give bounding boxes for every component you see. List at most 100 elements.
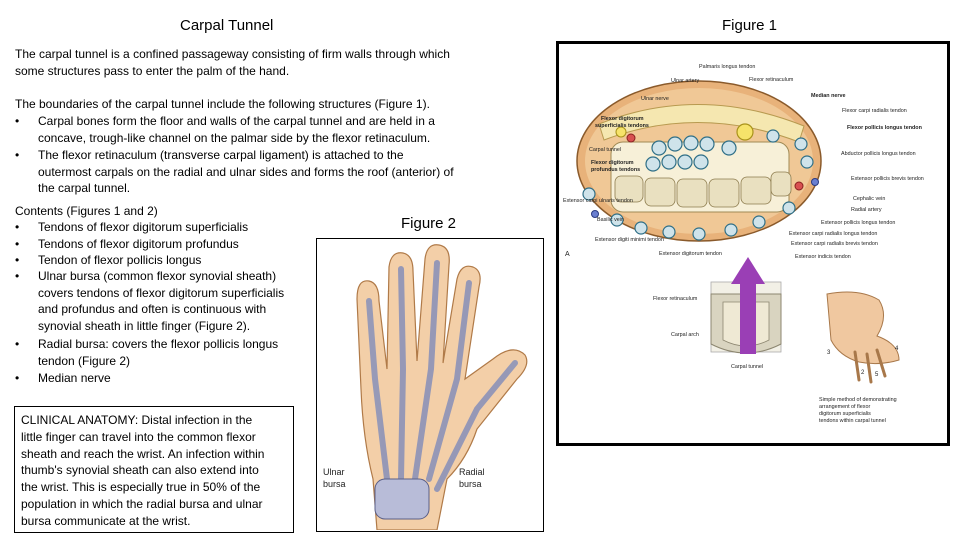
label-method-4: tendons within carpal tunnel (819, 418, 886, 424)
wrist-cross-section (576, 80, 822, 242)
bullet-line: Tendon of flexor pollicis longus (38, 253, 202, 267)
label-fpl: Flexor pollicis longus tendon (847, 125, 922, 131)
bullet-marker: • (15, 114, 20, 128)
contents-bullet: • Tendons of flexor digitorum superficia… (15, 219, 315, 236)
label-ulnar-artery: Ulnar artery (671, 78, 699, 84)
label-epl: Extensor pollicis longus tendon (821, 220, 895, 226)
bullet-line: tendon (Figure 2) (38, 353, 131, 368)
contents-heading: Contents (Figures 1 and 2) (15, 204, 158, 218)
bullet-line: outermost carpals on the radial and ulna… (38, 164, 454, 179)
bullet-line: Tendons of flexor digitorum superficiali… (38, 220, 249, 234)
label-num-5: 5 (875, 372, 879, 378)
label-palmaris: Palmaris longus tendon (699, 64, 755, 70)
contents-bullet: • Tendon of flexor pollicis longus (15, 252, 315, 269)
label-fdp-1: Flexor digitorum (591, 160, 634, 166)
bullet-line: covers tendons of flexor digitorum super… (38, 285, 285, 300)
contents-bullet: • Radial bursa: covers the flexor pollic… (15, 336, 315, 370)
label-carpal-arch: Carpal arch (671, 332, 699, 338)
clinical-line: CLINICAL ANATOMY: Distal infection in th… (21, 413, 253, 427)
label-fcr: Flexor carpi radialis tendon (842, 108, 907, 114)
label-apl: Abductor pollicis longus tendon (841, 151, 916, 157)
label-panel-a: A (565, 251, 570, 258)
label-epb: Extensor pollicis brevis tendon (851, 176, 924, 182)
label-radial-artery: Radial artery (851, 207, 882, 213)
label-ed: Extensor digitorum tendon (659, 251, 722, 257)
bullet-line: Ulnar bursa (common flexor synovial shea… (38, 269, 277, 283)
bullet-marker: • (15, 237, 20, 251)
figure1-illustration: Palmaris longus tendon Ulnar artery Flex… (563, 64, 924, 424)
label-ulnar-nerve: Ulnar nerve (641, 96, 669, 102)
label-method-2: arrangement of flexor (819, 404, 870, 410)
contents-bullet: • Ulnar bursa (common flexor synovial sh… (15, 268, 315, 335)
intro-line: The carpal tunnel is a confined passagew… (15, 47, 450, 61)
label-radial-1: Radial (459, 467, 485, 477)
clinical-anatomy-box: CLINICAL ANATOMY: Distal infection in th… (14, 406, 294, 533)
label-ecu: Extensor carpi ulnaris tendon (563, 198, 633, 204)
contents-bullet: • Median nerve (15, 370, 315, 387)
bullet-marker: • (15, 337, 20, 351)
label-fds-2: superficialis tendons (595, 123, 649, 129)
bullet-text: Median nerve (38, 370, 111, 387)
label-ulnar-1: Ulnar (323, 467, 345, 477)
clinical-line: population in which the radial bursa and… (21, 496, 263, 511)
bullet-text: Tendon of flexor pollicis longus (38, 252, 201, 269)
bullet-text: Tendons of flexor digitorum profundus (38, 236, 239, 253)
bullet-line: Radial bursa: covers the flexor pollicis… (38, 337, 279, 351)
boundaries-heading: The boundaries of the carpal tunnel incl… (15, 97, 430, 111)
clinical-line: bursa communicate at the wrist. (21, 513, 191, 528)
carpal-arch-schematic (710, 257, 782, 354)
label-basilic: Basilic vein (597, 217, 624, 223)
label-flexor-retinaculum: Flexor retinaculum (749, 77, 794, 83)
label-cephalic: Cephalic vein (853, 196, 885, 202)
intro-line: some structures pass to enter the palm o… (15, 63, 290, 78)
bullet-line: the carpal tunnel. (38, 181, 131, 195)
label-fds-1: Flexor digitorum (601, 116, 644, 122)
bullet-line: concave, trough-like channel on the palm… (38, 130, 431, 145)
label-num-2: 2 (861, 370, 865, 376)
label-num-3: 3 (827, 350, 831, 356)
bullet-marker: • (15, 269, 20, 283)
bullet-line: The flexor retinaculum (transverse carpa… (38, 148, 404, 162)
label-radial-2: bursa (459, 479, 482, 489)
figure1-caption: Figure 1 (722, 17, 778, 34)
hand-demo (826, 291, 900, 384)
label-num-4: 4 (895, 346, 899, 352)
bullet-marker: • (15, 371, 20, 385)
label-ecrl: Extensor carpi radialis longus tendon (789, 231, 877, 237)
bullet-line: and profundus and often is continuous wi… (38, 302, 267, 316)
label-ulnar-2: bursa (323, 479, 346, 489)
bursa-shapes (374, 478, 430, 520)
label-fr2: Flexor retinaculum (653, 296, 698, 302)
bullet-marker: • (15, 253, 20, 267)
bullet-text: Ulnar bursa (common flexor synovial shea… (38, 268, 284, 334)
bullet-text: The flexor retinaculum (transverse carpa… (38, 147, 454, 197)
bullet-marker: • (15, 220, 20, 234)
bullet-line: Carpal bones form the floor and walls of… (38, 114, 435, 128)
clinical-line: thumb's synovial sheath can also extend … (21, 463, 259, 478)
bullet-text: Carpal bones form the floor and walls of… (38, 113, 435, 146)
bullet-line: synovial sheath in little finger (Figure… (38, 318, 251, 333)
figure2-illustration: Ulnar bursa Radial bursa (323, 244, 528, 531)
figure2-caption: Figure 2 (401, 215, 457, 232)
label-edm: Extensor digiti minimi tendon (595, 237, 664, 243)
boundaries-bullet: • Carpal bones form the floor and walls … (15, 113, 545, 147)
clinical-line: sheath and reach the wrist. An infection… (21, 446, 265, 461)
figure1-frame: Palmaris longus tendon Ulnar artery Flex… (556, 41, 950, 446)
contents-bullet: • Tendons of flexor digitorum profundus (15, 236, 315, 253)
label-fdp-2: profundus tendons (591, 167, 640, 173)
intro-paragraph: The carpal tunnel is a confined passagew… (15, 46, 545, 79)
label-ei: Extensor indicis tendon (795, 254, 851, 260)
label-carpal-tunnel2: Carpal tunnel (731, 364, 763, 370)
page-title: Carpal Tunnel (180, 17, 274, 34)
bullet-text: Radial bursa: covers the flexor pollicis… (38, 336, 278, 369)
bullet-marker: • (15, 148, 20, 162)
clinical-line: little finger can travel into the common… (21, 429, 256, 444)
clinical-line: the wrist. This is especially true in 50… (21, 480, 261, 495)
boundaries-bullet: • The flexor retinaculum (transverse car… (15, 147, 545, 197)
label-median-nerve: Median nerve (811, 93, 845, 99)
label-method-1: Simple method of demonstrating (819, 397, 897, 403)
label-ecrb: Extensor carpi radialis brevis tendon (791, 241, 878, 247)
label-method-3: digitorum superficialis (819, 411, 871, 417)
bullet-line: Median nerve (38, 371, 111, 385)
synovial-sheaths (366, 260, 518, 492)
